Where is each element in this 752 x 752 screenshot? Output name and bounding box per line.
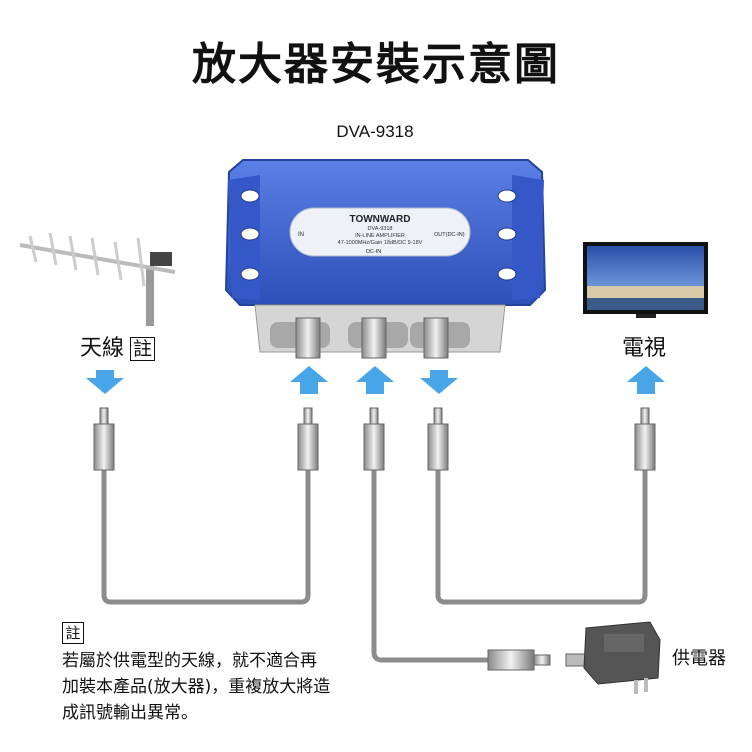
power-supply-label: 供電器 [672, 648, 726, 669]
port-connector-dc [361, 317, 387, 359]
page-title: 放大器安裝示意圖 [192, 39, 560, 90]
cable-antenna-to-in [101, 470, 311, 605]
note-text: 若屬於供電型的天線，就不適合再加裝本產品(放大器)，重複放大將造成訊號輸出異常。 [62, 651, 331, 723]
arrow-up-dc [356, 366, 394, 394]
mount-hole [240, 267, 260, 281]
model-label: DVA-9318 [336, 122, 414, 141]
cable-out-to-tv [435, 470, 648, 605]
note-tag: 註 [62, 622, 84, 644]
f-connector-antenna [93, 407, 115, 471]
port-connector-out [423, 317, 449, 359]
mount-hole [497, 267, 517, 281]
mount-hole [240, 189, 260, 203]
amplifier-device: TOWNWARD DVA-9318 IN-LINE AMPLIFIER 47-1… [224, 159, 547, 359]
f-connector-psu [487, 649, 551, 671]
device-port-out: OUT(DC-IN) [434, 232, 465, 238]
f-connector-dc [363, 407, 385, 471]
power-supply-image [565, 621, 661, 694]
mount-hole [497, 227, 517, 241]
arrow-up-tv [627, 366, 665, 394]
tv-image [583, 242, 708, 318]
antenna-note-tag: 註 [130, 337, 156, 361]
cable-dc-to-psu [371, 470, 488, 663]
device-line1: DVA-9318 [368, 226, 393, 232]
device-port-in: IN [298, 232, 304, 238]
cables [101, 470, 648, 663]
antenna-image [19, 232, 176, 326]
f-connector-in [297, 407, 319, 471]
tv-label: 電視 [622, 336, 667, 361]
port-connector-in [295, 317, 321, 359]
arrow-down-antenna [86, 370, 124, 394]
mount-hole [240, 227, 260, 241]
antenna-label: 天線註 [80, 330, 156, 362]
device-label-plate [289, 207, 471, 257]
antenna-label-text: 天線 [80, 336, 125, 361]
arrow-down-out [420, 370, 458, 394]
arrow-up-in [290, 366, 328, 394]
arrows [86, 366, 665, 394]
device-port-dc: DC-IN [366, 249, 381, 255]
device-brand: TOWNWARD [350, 214, 411, 225]
f-connectors [93, 407, 656, 671]
f-connector-out [427, 407, 449, 471]
mount-hole [497, 189, 517, 203]
f-connector-tv [634, 407, 656, 471]
device-line2: IN-LINE AMPLIFIER [355, 233, 405, 239]
device-line3: 47-1000MHz/Gain 18dB/DC 9-18V [338, 240, 423, 246]
